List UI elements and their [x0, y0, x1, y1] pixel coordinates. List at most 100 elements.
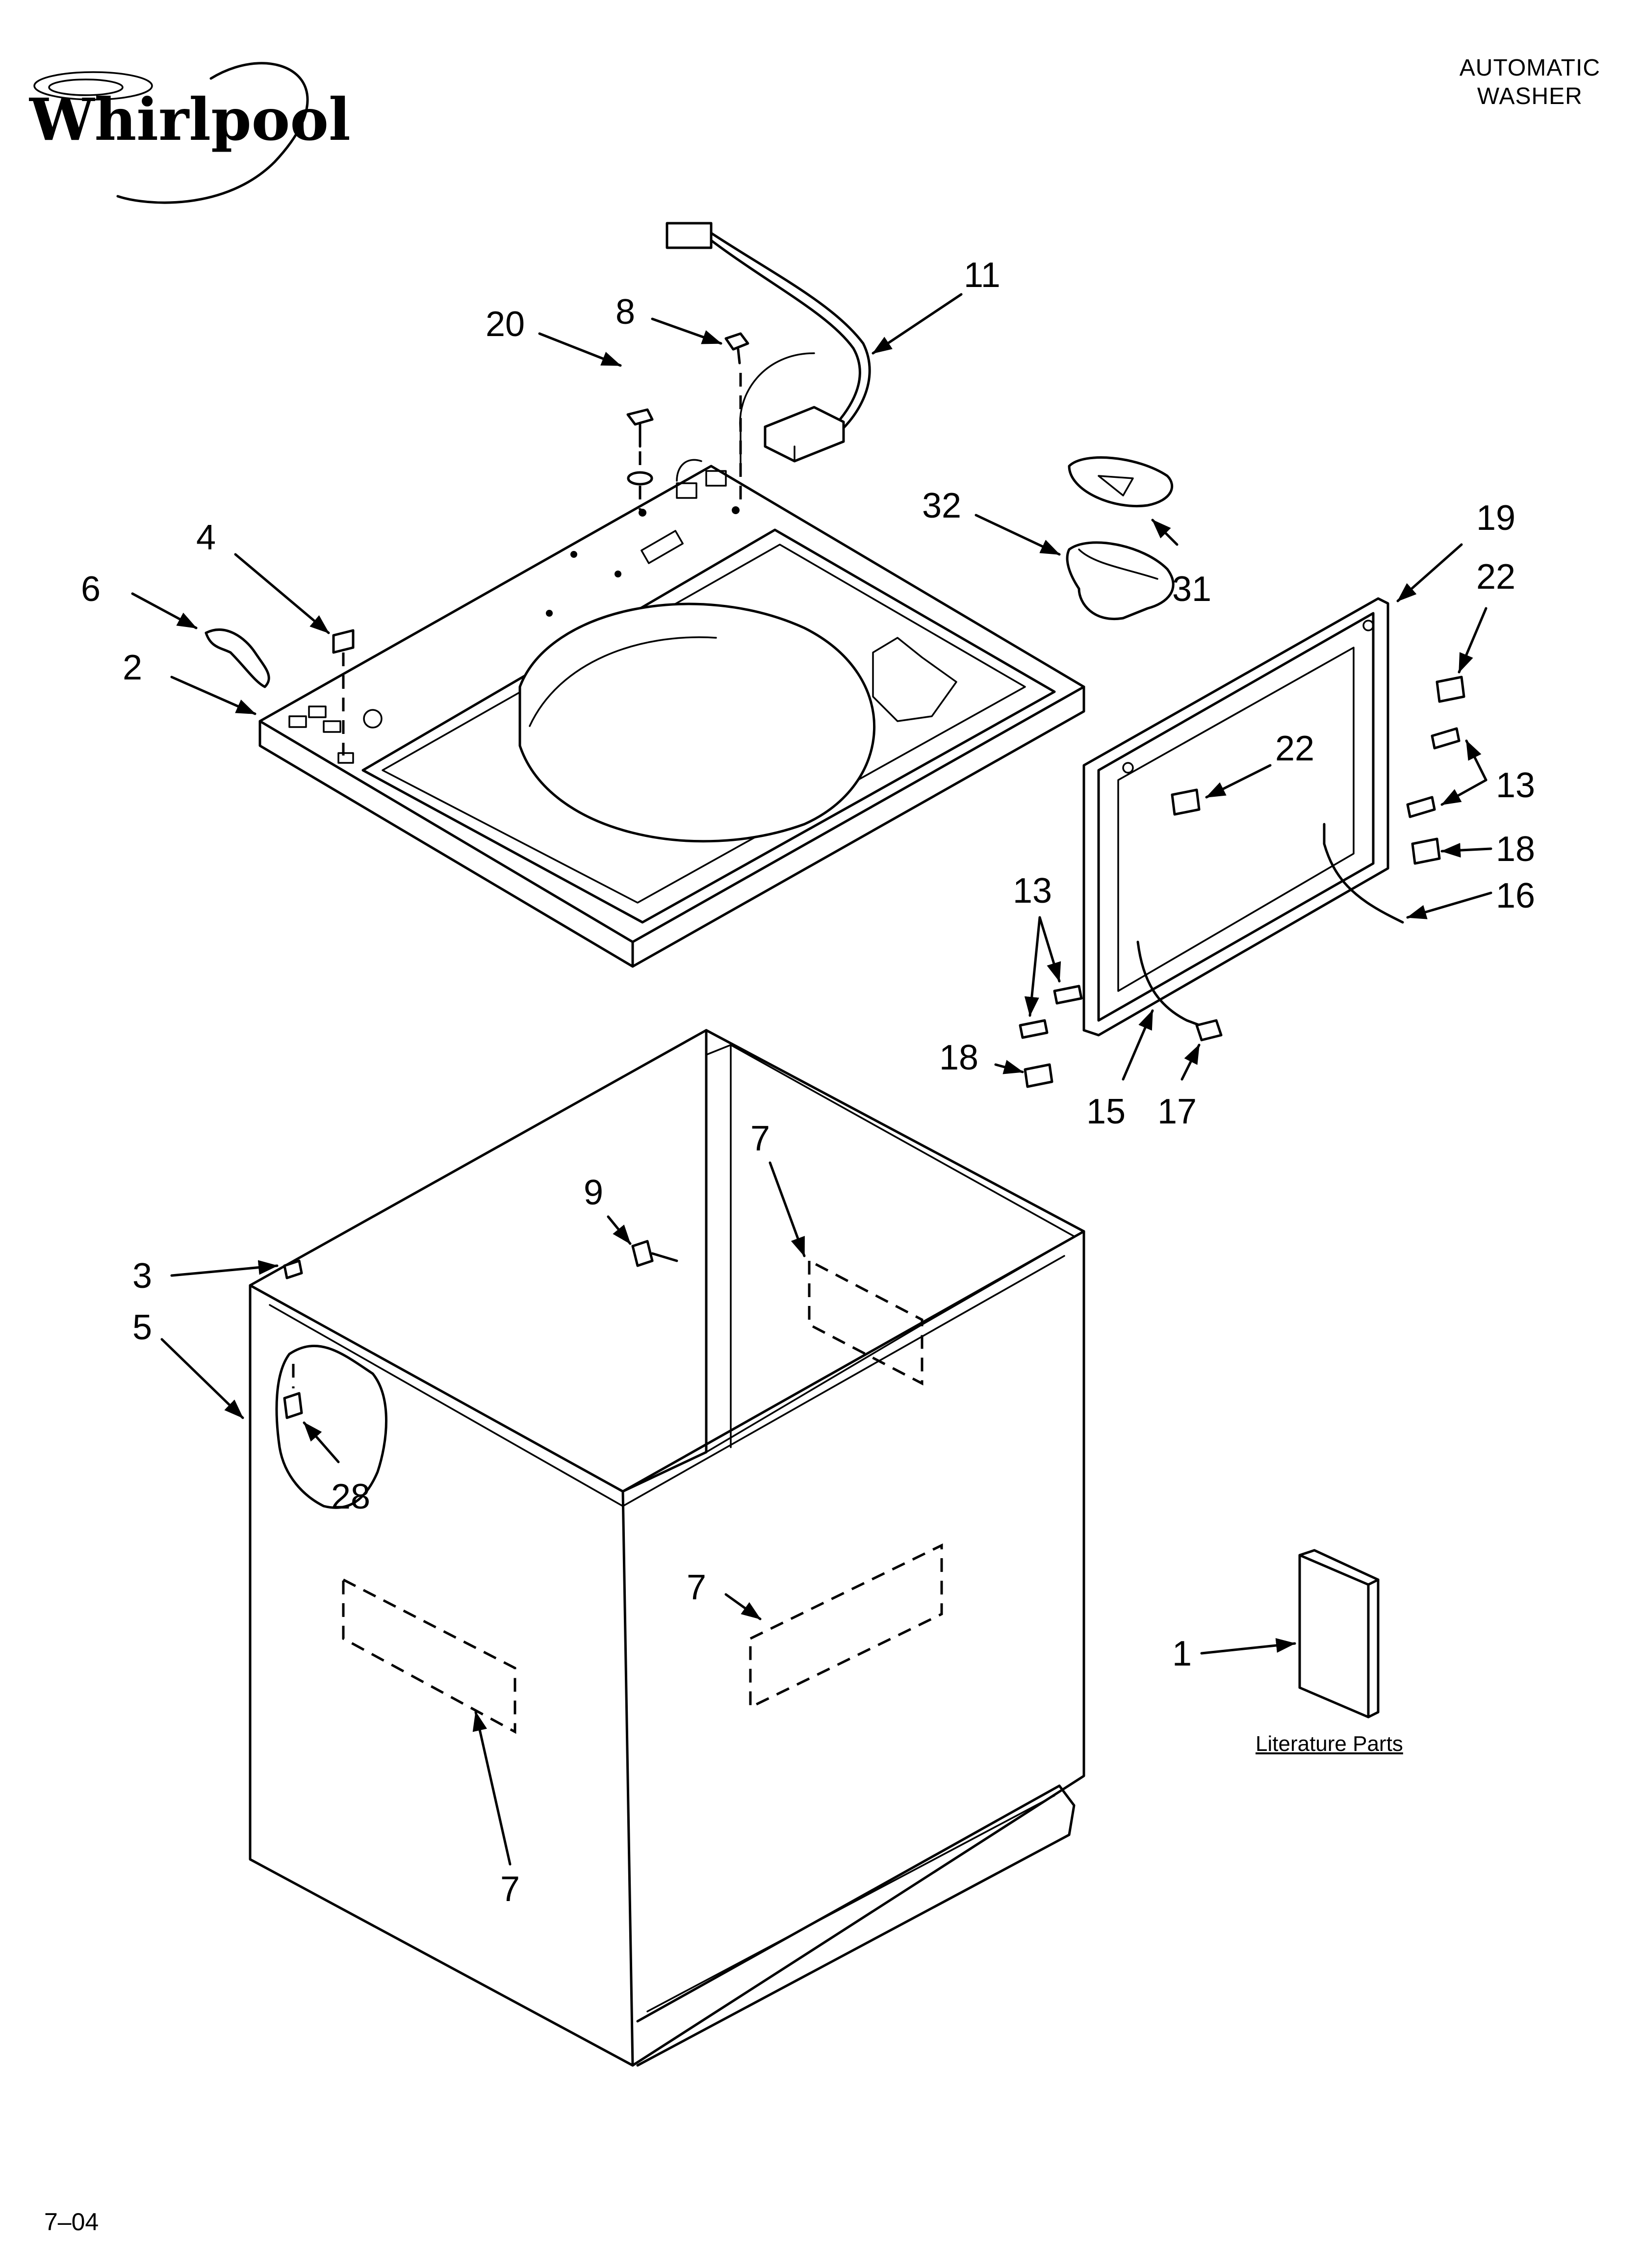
screw-8-shank	[737, 348, 741, 365]
callout-19: 19	[1476, 498, 1515, 538]
leader-13-left-a	[1024, 916, 1041, 1017]
callout-13-left: 13	[1013, 871, 1052, 911]
leader-22-left	[1205, 764, 1272, 799]
top-panel-round-hole	[363, 709, 383, 729]
leader-18-left	[994, 1060, 1024, 1074]
leader-13-right-a	[1465, 739, 1488, 782]
logo-swoosh	[116, 62, 309, 204]
leader-2	[170, 676, 257, 715]
top-panel-opening-rim	[529, 636, 717, 727]
top-panel	[258, 465, 1085, 968]
lid-window	[1117, 647, 1355, 992]
callout-11: 11	[964, 256, 1001, 295]
leader-13-left-b	[1038, 916, 1061, 983]
clip-6-body	[205, 628, 270, 688]
whirlpool-logo: Whirlpool	[28, 62, 351, 204]
top-panel-tab-3	[323, 720, 341, 733]
cabinet-top-rim	[730, 1044, 1075, 1237]
bumper-22-left	[1171, 788, 1201, 816]
callout-28: 28	[331, 1477, 370, 1516]
cabinet	[249, 1029, 1085, 2067]
screw-13-lower-1	[1053, 985, 1083, 1005]
logo-wordmark: Whirlpool	[28, 85, 351, 154]
leader-7-back	[769, 1161, 806, 1257]
dispenser-cup-32-body	[1066, 541, 1175, 620]
hinge-rod-16	[1323, 842, 1404, 924]
screw-13-lower-2	[1019, 1019, 1049, 1039]
dispenser-cup-31	[1068, 456, 1173, 507]
hinge-clip-4	[332, 629, 355, 756]
literature-booklet-spine	[1367, 1578, 1380, 1719]
leader-7-front	[724, 1593, 762, 1620]
leader-18-right	[1440, 843, 1492, 858]
leader-4	[234, 553, 330, 634]
label-7-front	[749, 1543, 943, 1709]
header-line-2: WASHER	[1477, 83, 1583, 109]
callout-7-front: 7	[687, 1568, 706, 1607]
callout-4: 4	[196, 518, 216, 557]
clip-3	[283, 1259, 303, 1279]
lid-switch-body	[764, 406, 845, 463]
leader-19	[1396, 543, 1463, 602]
callout-22-top: 22	[1476, 557, 1515, 597]
leader-6	[131, 592, 198, 629]
logo-swirl-ring-outer	[33, 71, 153, 101]
lid-bumper-hole-2	[1362, 620, 1374, 631]
leader-28	[303, 1421, 340, 1463]
callout-2: 2	[123, 648, 142, 687]
harness-connector	[666, 222, 713, 249]
screw-13-upper-1	[1431, 727, 1461, 750]
top-panel-switch-hole-1	[676, 482, 697, 499]
callout-18-right: 18	[1496, 830, 1535, 869]
top-panel-screw-hole-1	[639, 509, 646, 517]
literature-booklet-face	[1298, 1554, 1370, 1719]
leader-31	[1151, 519, 1179, 546]
lid-inner-frame	[1097, 612, 1375, 1022]
lid-bumper-hole-1	[1122, 762, 1134, 774]
clip-6	[205, 628, 270, 688]
harness-wire-1	[710, 232, 871, 438]
callout-1: 1	[1172, 1634, 1192, 1673]
screw-20-head	[626, 408, 654, 426]
top-panel-lid-opening	[518, 602, 875, 843]
logo-swirl-ring-inner	[48, 78, 124, 96]
leader-17	[1180, 1043, 1201, 1081]
ground-wire	[676, 459, 702, 482]
dispenser-cup-31-body	[1068, 456, 1173, 507]
lid-hardware	[1019, 676, 1465, 1088]
screw-28	[283, 1392, 303, 1419]
callout-leaders	[131, 293, 1492, 1866]
literature-parts-caption: Literature Parts	[1256, 1732, 1403, 1756]
harness-wire-2	[710, 239, 861, 433]
callout-6: 6	[81, 570, 101, 609]
callout-20: 20	[486, 305, 525, 344]
callout-3: 3	[132, 1256, 152, 1296]
cabinet-toe-kick-inner	[646, 1795, 1055, 2012]
leader-13-right-b	[1440, 779, 1488, 806]
bumper-22-top	[1436, 676, 1465, 703]
cabinet-toe-kick	[636, 1784, 1076, 2067]
literature-booklet-top	[1298, 1549, 1380, 1586]
leader-7-left	[472, 1711, 512, 1866]
top-panel-dot-1	[570, 551, 577, 558]
cap-17	[1195, 1019, 1223, 1042]
lid-switch-harness	[666, 222, 871, 482]
leader-32	[975, 514, 1061, 556]
cabinet-cutaway	[275, 1345, 387, 1509]
callout-7-left: 7	[500, 1870, 520, 1909]
hinge-rod-15	[1136, 940, 1208, 1029]
leader-3	[170, 1260, 279, 1277]
footer-revision-code: 7–04	[44, 2208, 99, 2236]
cabinet-top-rim-inner	[269, 1255, 1065, 1507]
cabinet-outline	[249, 1029, 1085, 2067]
top-panel-tab-1	[288, 715, 307, 728]
screw-20	[626, 408, 654, 510]
dispenser-cup-32-rim	[1078, 548, 1158, 580]
bushing-18-left	[1024, 1063, 1053, 1088]
leader-16	[1406, 891, 1492, 919]
top-panel-slot	[641, 530, 684, 564]
leader-8	[651, 317, 722, 345]
callout-15: 15	[1086, 1092, 1126, 1131]
